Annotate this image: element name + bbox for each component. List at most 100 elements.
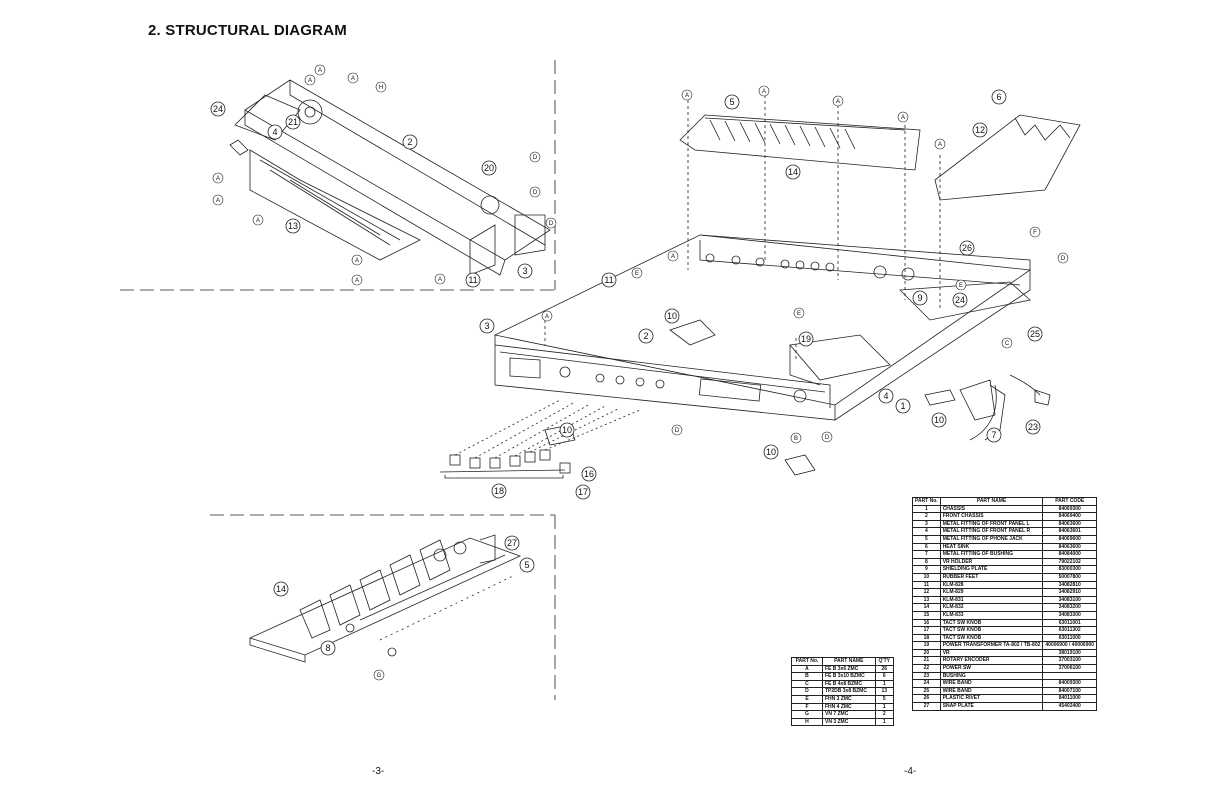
table-cell: 16 xyxy=(912,618,941,628)
table-cell: 2 xyxy=(874,710,895,719)
table-header-row: PART No. PART NAME PART CODE xyxy=(912,497,1098,506)
svg-text:4: 4 xyxy=(883,391,888,401)
table-cell: 63011000 xyxy=(1042,633,1098,643)
svg-text:26: 26 xyxy=(962,243,972,253)
table-cell: 1 xyxy=(874,717,895,727)
callout-5b: 5 xyxy=(519,557,535,573)
svg-text:2: 2 xyxy=(407,137,412,147)
svg-text:3: 3 xyxy=(484,321,489,331)
svg-text:23: 23 xyxy=(1028,422,1038,432)
svg-text:16: 16 xyxy=(584,469,594,479)
table-cell: 37006100 xyxy=(1042,664,1098,673)
svg-text:4: 4 xyxy=(272,127,277,137)
callout-26: 26 xyxy=(959,240,975,256)
table-cell: 34082810 xyxy=(1042,580,1098,590)
table-cell: 37003100 xyxy=(1042,656,1098,666)
table-cell: POWER SW xyxy=(939,664,1044,673)
svg-text:10: 10 xyxy=(766,447,776,457)
callout-letter-a: A xyxy=(304,74,316,86)
svg-text:A: A xyxy=(355,258,359,264)
callout-letter-a: A xyxy=(252,214,264,226)
svg-text:G: G xyxy=(377,673,382,679)
svg-text:25: 25 xyxy=(1030,329,1040,339)
table-cell: VN 3 ZMC xyxy=(821,717,876,727)
table-cell: 34083200 xyxy=(1042,603,1098,612)
svg-text:14: 14 xyxy=(276,584,286,594)
svg-text:D: D xyxy=(533,190,538,196)
callout-3a: 3 xyxy=(517,263,533,279)
callout-18: 18 xyxy=(491,483,507,499)
table-cell: C xyxy=(791,679,823,689)
pcb-14-assembly xyxy=(248,534,522,663)
table-cell: 14 xyxy=(912,603,941,612)
table-cell: 84069600 xyxy=(1042,534,1098,544)
svg-text:A: A xyxy=(351,76,355,82)
table-cell: METAL FITTING OF PHONE JACK xyxy=(939,534,1044,544)
table-cell: 84007100 xyxy=(1042,686,1098,696)
svg-text:A: A xyxy=(438,277,442,283)
callout-24: 24 xyxy=(952,292,968,308)
callout-letter-d: D xyxy=(821,431,833,443)
table-cell: 7 xyxy=(912,550,941,559)
table-cell: 6 xyxy=(874,672,895,681)
table-cell: SHIELDING PLATE xyxy=(939,565,1044,574)
table-cell: TACT SW KNOB xyxy=(939,618,1044,628)
table-cell: FRONT CHASSIS xyxy=(939,512,1044,521)
table-cell: SNAP PLATE xyxy=(939,702,1044,711)
table-cell: 2 xyxy=(912,512,941,521)
table-cell: 6 xyxy=(912,542,941,552)
table-cell: 1 xyxy=(912,504,941,514)
panel-divider-top-left xyxy=(120,60,556,291)
table-cell: 4 xyxy=(912,527,941,536)
pcb-5-and-14 xyxy=(679,114,921,171)
table-cell: G xyxy=(791,710,823,719)
callout-letter-a: A xyxy=(351,254,363,266)
callout-12: 12 xyxy=(972,122,988,138)
svg-text:7: 7 xyxy=(991,430,996,440)
svg-text:5: 5 xyxy=(524,560,529,570)
table-cell: 23 xyxy=(912,671,941,681)
table-cell: POWER TRANSFORMER TA-802 / TB-802 xyxy=(939,641,1044,650)
svg-text:A: A xyxy=(216,198,220,204)
tact-switch-knobs xyxy=(439,399,641,479)
table-cell: HEAT SINK xyxy=(939,542,1044,552)
svg-text:10: 10 xyxy=(667,311,677,321)
callout-1: 1 xyxy=(895,398,911,414)
svg-text:11: 11 xyxy=(604,275,613,285)
callout-27: 27 xyxy=(504,535,520,551)
callout-letter-d: D xyxy=(1057,252,1069,264)
table-cell: 34083100 xyxy=(1042,595,1098,605)
svg-text:A: A xyxy=(216,176,220,182)
table-cell: 63011001 xyxy=(1042,618,1098,628)
table-cell: 13 xyxy=(874,687,895,696)
table-cell: FHN 3 ZMC xyxy=(821,694,876,704)
table-cell: 84009300 xyxy=(1042,679,1098,688)
callout-letter-g: G xyxy=(373,669,385,681)
callout-letter-e: E xyxy=(793,307,805,319)
svg-text:9: 9 xyxy=(917,293,922,303)
callout-2b: 2 xyxy=(638,328,654,344)
svg-text:D: D xyxy=(1061,256,1066,262)
svg-text:2: 2 xyxy=(643,331,648,341)
svg-text:20: 20 xyxy=(484,163,494,173)
table-cell: KLM-831 xyxy=(939,595,1044,605)
front-chassis-assembly xyxy=(229,79,551,276)
callout-letter-a: A xyxy=(681,89,693,101)
main-chassis xyxy=(493,234,1032,421)
callout-letter-d: D xyxy=(545,217,557,229)
table-cell: METAL FITTING OF BUSHING xyxy=(939,550,1044,559)
svg-text:21: 21 xyxy=(288,117,298,127)
table-cell: 34082910 xyxy=(1042,588,1098,597)
table-cell: 15 xyxy=(912,610,941,620)
svg-text:13: 13 xyxy=(288,221,298,231)
table-cell: 18 xyxy=(912,633,941,643)
